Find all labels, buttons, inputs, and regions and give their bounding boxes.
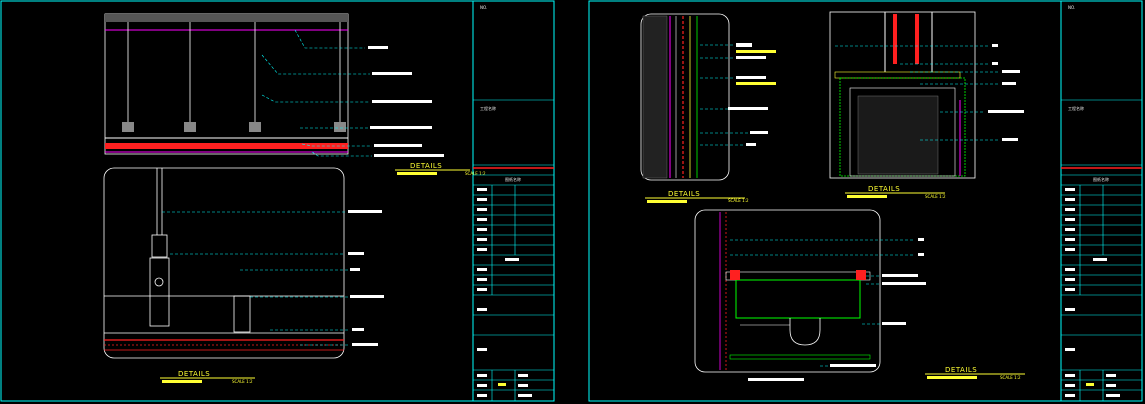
wall-note-accent-2 bbox=[736, 82, 776, 85]
basin-floor bbox=[729, 354, 871, 360]
left-title-block-accent bbox=[498, 383, 506, 386]
glass-red-2 bbox=[915, 14, 919, 64]
beam-detail-frame bbox=[829, 11, 976, 179]
left-project-label: 工程名称 bbox=[480, 105, 496, 111]
right-sheet: DETAILS SCALE 1:2 bbox=[588, 0, 1143, 402]
beam-note-marks bbox=[988, 44, 1024, 141]
glass-red-1 bbox=[893, 14, 897, 64]
beam-core bbox=[849, 87, 956, 177]
left-sheet-border bbox=[0, 0, 555, 402]
wall-detail-scale: SCALE 1:2 bbox=[728, 198, 749, 203]
beam-leader-lines bbox=[835, 45, 1000, 141]
sill-cap bbox=[834, 71, 961, 79]
right-title-block-accent bbox=[1086, 383, 1094, 386]
hanger-rods bbox=[127, 22, 341, 130]
ceiling-title-mark bbox=[397, 172, 437, 175]
basin-leader-lines bbox=[730, 239, 915, 367]
counter-edge-right bbox=[856, 270, 866, 280]
hanger-leader-lines bbox=[162, 211, 350, 346]
right-sheet-border bbox=[588, 0, 1143, 402]
ceiling-detail-frame bbox=[104, 13, 349, 155]
wall-detail-title: DETAILS bbox=[668, 190, 700, 198]
wall-detail-frame bbox=[640, 13, 730, 181]
wall-note-accent-1 bbox=[736, 50, 776, 53]
wall-leader-lines bbox=[700, 44, 748, 146]
ceiling-section-detail: DETAILS SCALE 1:2 bbox=[104, 13, 486, 176]
left-drawing-label: 图纸名称 bbox=[505, 176, 521, 182]
left-stamp: NO. bbox=[480, 5, 487, 10]
wall-section-detail: DETAILS SCALE 1:2 bbox=[640, 13, 776, 203]
hanger-connection-detail: DETAILS SCALE 1:2 bbox=[103, 167, 384, 384]
basin-detail-title: DETAILS bbox=[945, 366, 977, 374]
basin-detail-frame bbox=[694, 209, 881, 373]
concrete-slab bbox=[105, 14, 348, 22]
wall-masonry bbox=[642, 15, 668, 179]
beam-title-mark bbox=[847, 195, 887, 198]
beam-detail-scale: SCALE 1:2 bbox=[925, 194, 946, 199]
beam-hatch bbox=[857, 95, 939, 175]
left-title-block bbox=[473, 99, 554, 401]
right-drawing-label: 图纸名称 bbox=[1093, 176, 1109, 182]
p-trap bbox=[789, 318, 821, 346]
basin-bowl bbox=[735, 279, 861, 319]
left-title-block-cells bbox=[477, 188, 532, 397]
right-project-label: 工程名称 bbox=[1068, 105, 1084, 111]
hanger-detail-scale: SCALE 1:2 bbox=[232, 379, 253, 384]
basin-note-marks bbox=[748, 238, 926, 381]
wall-note-marks bbox=[728, 43, 768, 146]
ceiling-detail-title: DETAILS bbox=[410, 162, 442, 170]
ceiling-leader-lines bbox=[261, 29, 372, 157]
hanger-body bbox=[104, 168, 344, 334]
basin-section-detail: DETAILS SCALE 1:2 bbox=[694, 209, 1025, 381]
hanger-detail-title: DETAILS bbox=[178, 370, 210, 378]
hanger-clips bbox=[122, 122, 346, 132]
counter-edge-left bbox=[730, 270, 740, 280]
beam-detail-title: DETAILS bbox=[868, 185, 900, 193]
left-sheet: DETAILS SCALE 1:2 bbox=[0, 0, 555, 402]
hanger-note-marks bbox=[348, 210, 384, 346]
right-title-block bbox=[1061, 99, 1142, 401]
ceiling-board bbox=[105, 143, 348, 149]
hanger-title-mark bbox=[162, 380, 202, 383]
ceiling-detail-scale: SCALE 1:2 bbox=[465, 171, 486, 176]
right-title-block-cells bbox=[1065, 188, 1120, 397]
right-stamp: NO. bbox=[1068, 5, 1075, 10]
hanger-detail-frame bbox=[103, 167, 345, 359]
counter-top bbox=[725, 271, 871, 281]
basin-title-mark bbox=[927, 376, 977, 379]
ceiling-note-marks bbox=[368, 46, 444, 157]
beam-section-detail: DETAILS SCALE 1:2 bbox=[829, 11, 1024, 199]
basin-detail-scale: SCALE 1:2 bbox=[1000, 375, 1021, 380]
wall-title-mark bbox=[647, 200, 687, 203]
